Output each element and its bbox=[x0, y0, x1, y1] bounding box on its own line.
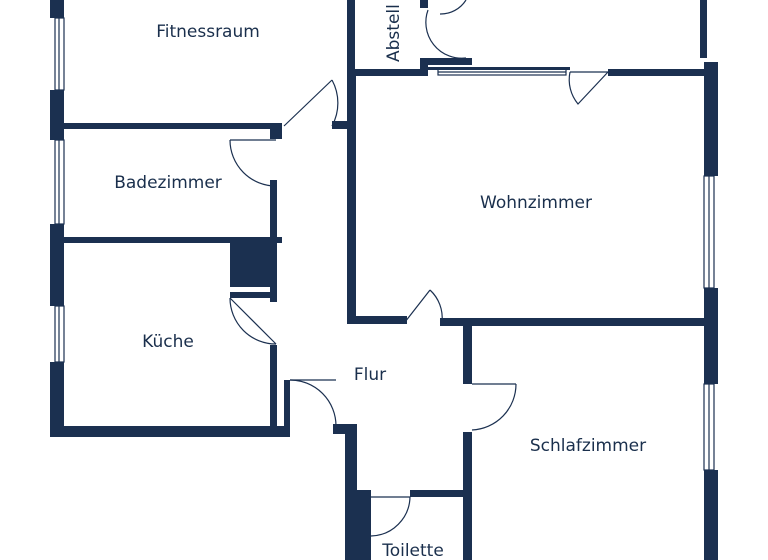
wall bbox=[50, 224, 64, 306]
wall bbox=[270, 180, 277, 302]
wall bbox=[420, 0, 428, 8]
room-label-badezimmer: Badezimmer bbox=[114, 173, 222, 193]
door-swing bbox=[229, 297, 277, 345]
wall bbox=[700, 0, 707, 58]
room-label-wohnzimmer: Wohnzimmer bbox=[480, 193, 592, 213]
door-swing bbox=[331, 79, 339, 127]
wall bbox=[230, 243, 277, 287]
door-swing bbox=[471, 383, 517, 431]
wall bbox=[704, 288, 718, 384]
wall bbox=[284, 380, 290, 437]
wall bbox=[50, 237, 282, 243]
walls bbox=[50, 0, 718, 560]
wall bbox=[230, 292, 277, 298]
room-label-flur: Flur bbox=[354, 365, 386, 385]
room-label-abstell: Abstell bbox=[384, 4, 404, 62]
wall bbox=[347, 69, 356, 324]
wall bbox=[270, 133, 280, 139]
door-swing bbox=[370, 496, 411, 537]
wall bbox=[347, 69, 427, 76]
wall bbox=[270, 345, 277, 437]
wall bbox=[345, 424, 357, 560]
room-label-fitnessraum: Fitnessraum bbox=[156, 22, 260, 42]
door-swing bbox=[568, 71, 609, 105]
wall bbox=[608, 69, 718, 76]
wall bbox=[410, 490, 470, 497]
wall bbox=[347, 316, 407, 324]
wall bbox=[704, 62, 718, 176]
wall bbox=[420, 58, 472, 65]
wall bbox=[50, 362, 64, 437]
wall bbox=[50, 90, 64, 140]
wall bbox=[440, 318, 718, 326]
door-swing bbox=[283, 79, 333, 127]
wall bbox=[50, 0, 64, 18]
wall bbox=[50, 426, 288, 437]
wall bbox=[357, 490, 371, 560]
wall bbox=[463, 432, 472, 560]
door-swing bbox=[229, 297, 277, 345]
wall bbox=[332, 121, 350, 129]
door-swing bbox=[404, 289, 431, 323]
door-swing bbox=[425, 9, 467, 59]
wall bbox=[704, 470, 718, 560]
room-labels: Fitnessraum Abstell Badezimmer Wohnzimme… bbox=[114, 4, 646, 560]
door-swings bbox=[229, 0, 609, 537]
wall bbox=[463, 322, 472, 384]
room-label-schlafzimmer: Schlafzimmer bbox=[530, 436, 646, 456]
wall bbox=[50, 123, 282, 129]
door-swing bbox=[439, 0, 467, 15]
windows bbox=[54, 17, 715, 471]
door-swing bbox=[229, 139, 277, 187]
door-swing bbox=[429, 289, 443, 323]
room-label-kueche: Küche bbox=[142, 332, 194, 352]
door-swing bbox=[289, 379, 337, 427]
wall bbox=[347, 0, 355, 75]
room-label-toilette: Toilette bbox=[381, 541, 444, 560]
